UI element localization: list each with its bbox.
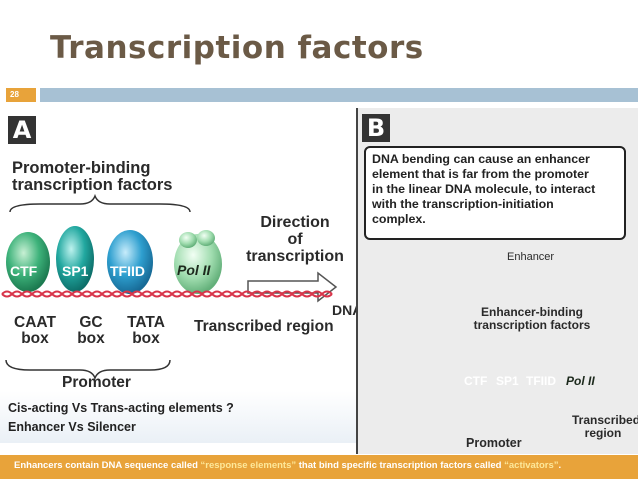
direction-line-1: Direction (260, 214, 330, 231)
direction-of-transcription: Direction of transcription (240, 214, 350, 265)
b-ctf-label: CTF (464, 374, 488, 388)
info-box: Cis-acting Vs Trans-acting elements ? En… (0, 391, 357, 443)
enhancer-binding-label: Enhancer-binding transcription factors (466, 306, 598, 332)
heading-line-2: transcription factors (12, 176, 173, 194)
b-tfiid-label: TFIID (526, 374, 556, 388)
tata-box-label: TATA box (118, 315, 174, 347)
gc-line: GC (79, 314, 103, 331)
transcribed-b-line-1: Transcribed (572, 413, 638, 427)
tata-line: TATA (127, 314, 165, 331)
ctf-factor-shape (6, 232, 50, 292)
footer-highlight-1: “response elements” (200, 460, 297, 471)
footer-part-2: that bind specific transcription factors… (296, 460, 505, 471)
caat-box-word: box (21, 330, 49, 347)
bottom-accent-bar (0, 455, 638, 479)
dna-bending-callout: DNA bending can cause an enhancer elemen… (364, 146, 626, 240)
direction-line-3: transcription (246, 248, 344, 265)
heading-line-1: Promoter-binding (12, 159, 151, 177)
direction-line-2: of (287, 231, 303, 248)
footer-part-3: . (558, 460, 562, 471)
b-sp1-label: SP1 (496, 374, 519, 388)
gc-box-label: GC box (68, 315, 114, 347)
enhancer-tf-line-2: transcription factors (473, 318, 591, 332)
gc-box-word: box (77, 330, 105, 347)
slide-number: 28 (6, 88, 36, 102)
promoter-brace-a (5, 359, 171, 381)
callout-line-2: element that is far from the promoter (372, 167, 589, 181)
promoter-label-b: Promoter (466, 436, 522, 450)
transcribed-region-a: Transcribed region (194, 318, 334, 335)
pol-ii-factor-shape (174, 230, 222, 294)
panel-b-label: B (362, 114, 390, 142)
promoter-factors-brace (9, 193, 191, 213)
footer-highlight-2: “activators” (504, 460, 559, 471)
enhancer-tf-line-1: Enhancer-binding (481, 305, 583, 319)
footer-part-1: Enhancers contain DNA sequence called (14, 460, 201, 471)
callout-line-5: complex. (372, 212, 426, 226)
tfiid-factor-shape (107, 230, 153, 294)
enhancer-label: Enhancer (507, 251, 555, 263)
slide-title: Transcription factors (50, 30, 424, 66)
b-pol-ii-label: Pol II (566, 374, 595, 388)
sp1-label: SP1 (62, 263, 89, 279)
pol-ii-label: Pol II (177, 262, 211, 278)
callout-line-3: in the linear DNA molecule, to interact (372, 182, 596, 196)
callout-line-4: with the transcription-initiation (372, 197, 554, 211)
direction-arrow (247, 271, 338, 303)
promoter-label-a: Promoter (62, 374, 131, 391)
caat-line: CAAT (14, 314, 56, 331)
dna-label-a: DNA (332, 302, 363, 318)
sp1-factor-shape (56, 226, 94, 292)
caat-box-label: CAAT box (8, 315, 62, 347)
transcribed-b-line-2: region (584, 426, 622, 440)
tata-box-word: box (132, 330, 160, 347)
transcribed-region-b: Transcribed region (572, 413, 638, 440)
tfiid-label: TFIID (110, 263, 145, 279)
callout-line-1: DNA bending can cause an enhancer (372, 152, 590, 166)
promoter-binding-heading: Promoter-binding transcription factors (12, 160, 172, 194)
panel-a-label: A (8, 116, 36, 144)
top-accent-bar (40, 88, 638, 102)
info-line-2: Enhancer Vs Silencer (8, 420, 136, 434)
info-line-1: Cis-acting Vs Trans-acting elements ? (8, 401, 234, 415)
ctf-label: CTF (10, 263, 38, 279)
panel-a-dna (1, 290, 333, 298)
footer-note: Enhancers contain DNA sequence called “r… (14, 460, 561, 471)
